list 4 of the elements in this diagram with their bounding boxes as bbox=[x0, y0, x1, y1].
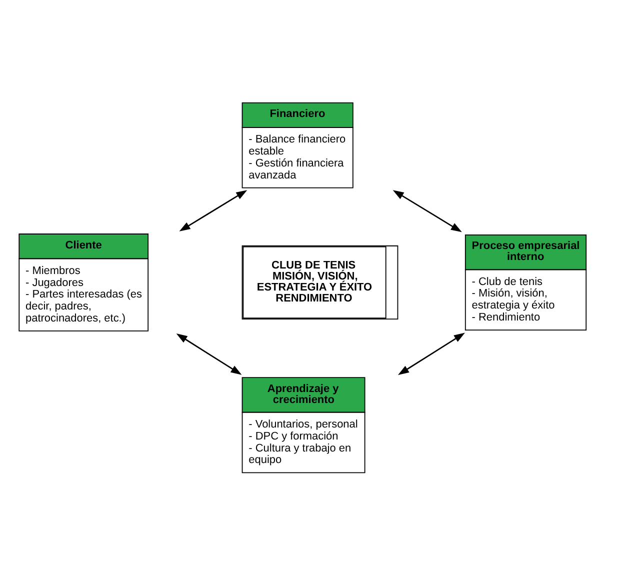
arrow bbox=[176, 333, 242, 374]
arrow bbox=[179, 190, 248, 231]
arrow bbox=[398, 332, 465, 374]
arrow bbox=[392, 190, 462, 232]
